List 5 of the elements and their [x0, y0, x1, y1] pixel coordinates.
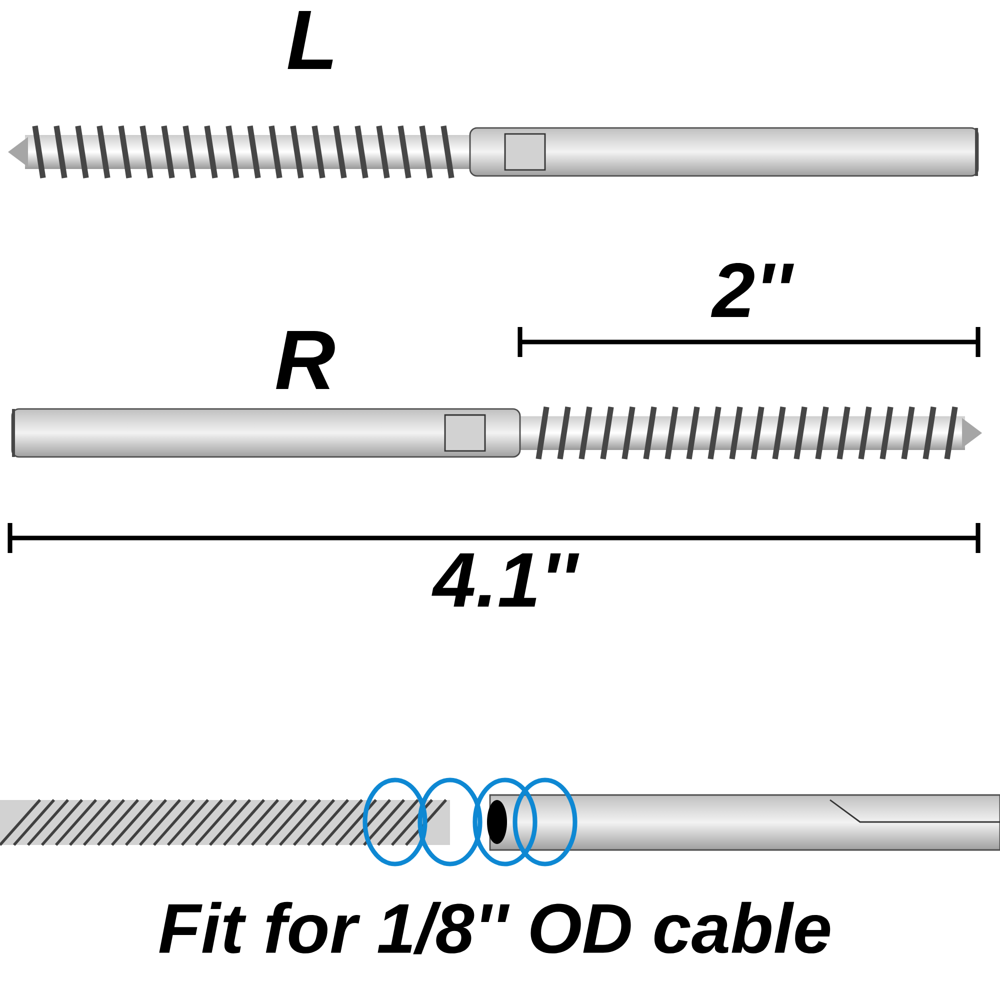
dimension-label: 2'' [710, 262, 794, 317]
letter-label: R [276, 330, 335, 389]
letter-label: L [288, 10, 333, 69]
dimension-label: 4.1'' [432, 553, 580, 607]
caption-text: Fit for 1/8'' OD cable [159, 902, 830, 954]
